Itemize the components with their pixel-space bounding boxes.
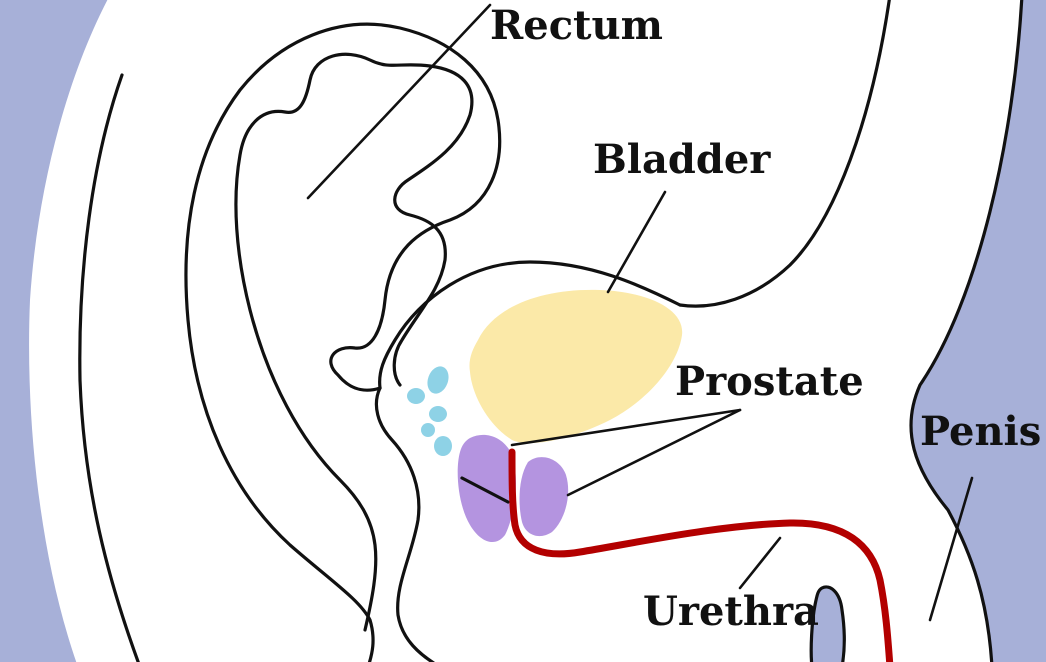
- leader-penis: [928, 476, 974, 622]
- prostate-right-lobe: [519, 457, 569, 537]
- leader-prostate-left: [510, 408, 742, 447]
- label-bladder: Bladder: [593, 136, 771, 183]
- penis-outline: [909, 0, 1024, 662]
- leader-bladder: [606, 190, 667, 294]
- rectum-inner-folds: [234, 52, 474, 632]
- leader-urethra: [738, 536, 782, 590]
- pelvic-floor-outline: [374, 386, 436, 662]
- leader-prostate-right: [566, 408, 742, 497]
- bladder-shape: [469, 289, 683, 444]
- urethra-tube: [508, 448, 894, 662]
- erectile-tissue: [811, 587, 845, 662]
- label-penis: Penis: [920, 408, 1042, 455]
- label-rectum: Rectum: [490, 2, 663, 49]
- body-outline-curve: [78, 73, 140, 662]
- seminal-gland-5: [434, 436, 452, 456]
- erectile-tissue-outline: [809, 585, 846, 662]
- seminal-gland-1: [427, 366, 449, 394]
- seminal-gland-3: [429, 406, 447, 422]
- label-prostate: Prostate: [675, 358, 864, 405]
- prostate-divider: [460, 476, 510, 504]
- seminal-gland-2: [407, 388, 425, 404]
- label-urethra: Urethra: [643, 588, 819, 635]
- rectum-outer-wall: [184, 22, 502, 662]
- pelvic-cavity-outline: [378, 260, 682, 390]
- abdominal-wall-line: [678, 0, 891, 308]
- seminal-gland-4: [421, 423, 435, 437]
- prostate-left-lobe: [457, 434, 516, 543]
- leader-rectum: [306, 3, 492, 200]
